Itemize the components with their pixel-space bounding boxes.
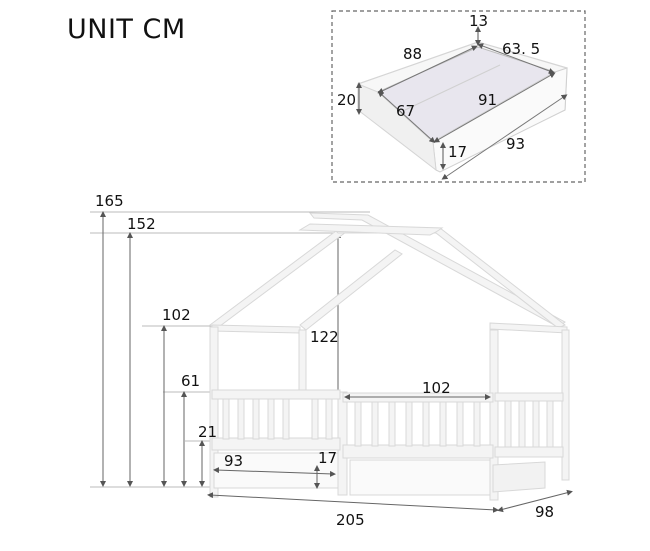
label-rail-length: 102 [422,379,451,397]
label-interior-height: 122 [310,328,339,346]
height-dimensions [90,211,370,488]
label-slat-base: 21 [198,423,218,441]
label-front-height: 17 [448,143,468,161]
label-inner-width: 63. 5 [502,40,541,58]
width-dimensions [207,394,573,513]
label-rim-height: 13 [469,12,489,30]
label-drawer-length: 93 [224,452,244,470]
drawer-inset [331,10,586,183]
label-inner-length: 88 [403,45,423,63]
label-roof-peak: 152 [127,215,156,233]
label-outer-length: 93 [506,135,526,153]
label-overall-depth: 98 [535,503,555,521]
drawer-right [349,459,491,496]
label-overall-length: 205 [336,511,365,529]
label-inner-length-front: 91 [478,91,498,109]
unit-title: UNIT CM [67,14,186,45]
label-inner-width-front: 67 [396,102,416,120]
bed-frame [209,212,570,501]
label-total-height: 165 [95,192,124,210]
label-drawer-height-bed: 17 [318,449,338,467]
label-wall-height: 102 [162,306,191,324]
inset-dashed-border [331,10,586,183]
label-rail-top: 61 [181,372,201,390]
label-drawer-height: 20 [337,91,357,109]
